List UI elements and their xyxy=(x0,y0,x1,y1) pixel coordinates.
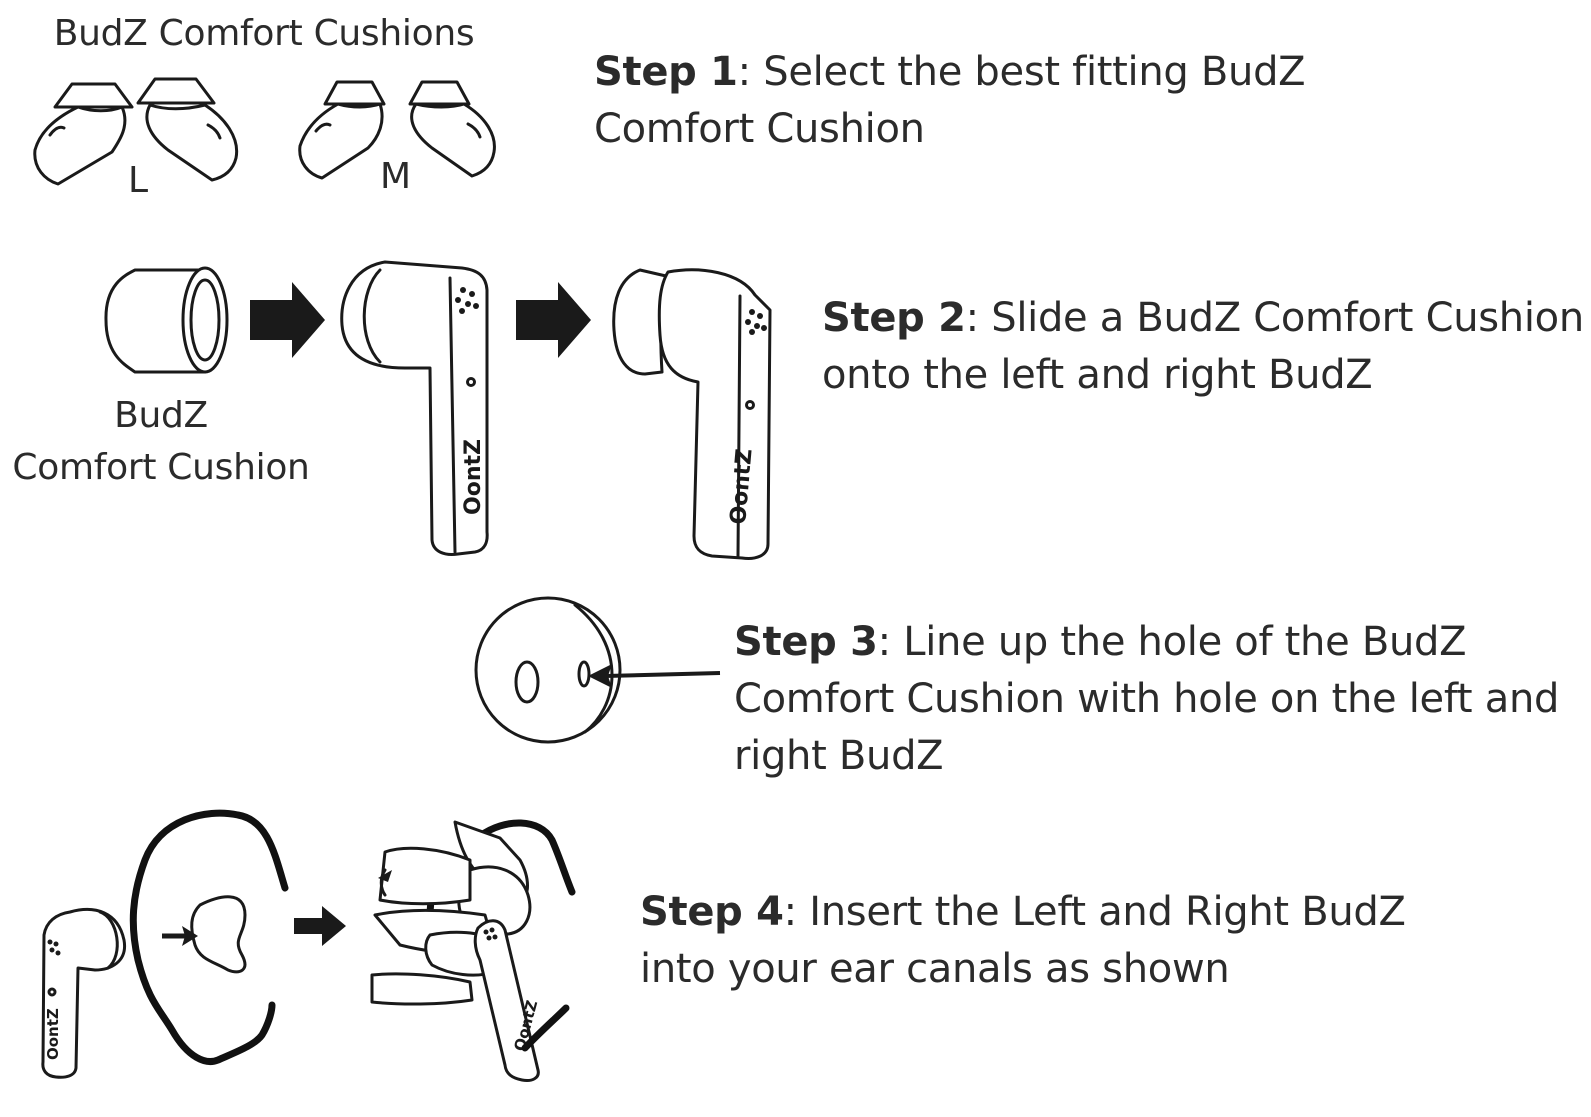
step-1-instructions: Step 1: Select the best fitting BudZ Com… xyxy=(594,44,1306,158)
cushion-front-icon xyxy=(474,596,622,744)
step-3-label: Step 3 xyxy=(734,619,878,665)
cushions-caption: BudZ Comfort Cushions xyxy=(53,13,475,54)
cushion-large-right-icon xyxy=(136,77,239,182)
step-4-text-line2: into your ear canals as shown xyxy=(640,946,1230,992)
cushion-large-left-icon xyxy=(33,82,134,186)
cushion-caption-line2: Comfort Cushion xyxy=(12,447,310,488)
cushion-medium-right-icon xyxy=(408,80,496,178)
step-4-text-line1: : Insert the Left and Right BudZ xyxy=(783,889,1406,935)
step-1-text-line1: : Select the best fitting BudZ xyxy=(737,49,1306,95)
cushion-caption-line1: BudZ xyxy=(114,395,208,436)
step-1-text-line2: Comfort Cushion xyxy=(594,106,925,152)
earbud-bare-icon: OontZ xyxy=(340,260,489,556)
comfort-cushion-icon xyxy=(104,266,229,374)
ear-outline-icon xyxy=(129,809,289,1065)
earbud-with-cushion-icon: OontZ xyxy=(612,268,772,560)
arrow-right-icon-2 xyxy=(516,282,591,358)
brand-logo-text-1: OontZ xyxy=(461,439,486,515)
step-2-text-line1: : Slide a BudZ Comfort Cushion xyxy=(965,295,1585,341)
pointer-arrow-icon xyxy=(588,664,721,688)
step-3-text-line3: right BudZ xyxy=(734,733,944,779)
step-3-instructions: Step 3: Line up the hole of the BudZ Com… xyxy=(734,614,1559,785)
step-2-instructions: Step 2: Slide a BudZ Comfort Cushion ont… xyxy=(822,290,1584,404)
cushion-medium-left-icon xyxy=(298,80,386,180)
cushion-caption: BudZ Comfort Cushion xyxy=(6,390,316,494)
step-2-label: Step 2 xyxy=(822,295,966,341)
step-4-instructions: Step 4: Insert the Left and Right BudZ i… xyxy=(640,884,1406,998)
step-1-label: Step 1 xyxy=(594,49,738,95)
step-3-text-line1: : Line up the hole of the BudZ xyxy=(877,619,1467,665)
step-2-text-line2: onto the left and right BudZ xyxy=(822,352,1373,398)
size-large-label: L xyxy=(128,160,149,201)
step-3-text-line2: Comfort Cushion with hole on the left an… xyxy=(734,676,1560,722)
arrow-right-icon xyxy=(250,282,325,358)
brand-logo-text-3: OontZ xyxy=(44,1008,62,1060)
step-4-label: Step 4 xyxy=(640,889,784,935)
arrow-right-icon-3 xyxy=(294,906,346,946)
size-medium-label: M xyxy=(380,156,412,197)
hand-inserting-earbud-icon: OontZ xyxy=(370,819,576,1082)
earbud-small-icon: OontZ xyxy=(41,907,127,1079)
